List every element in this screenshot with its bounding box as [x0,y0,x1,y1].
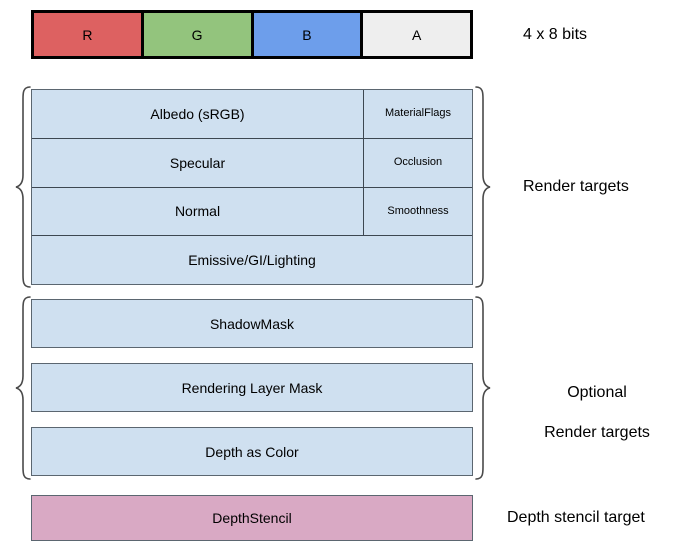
channel-cell-g: G [143,13,254,56]
optional-render-targets-caption-line2: Render targets [544,424,650,441]
channel-label-a: A [411,26,422,43]
rgba-channel-bar: R G B A [31,10,473,59]
channel-label-b: B [302,26,312,43]
optional-render-targets-right-brace [474,295,492,481]
render-target-aux-smoothness: Smoothness [364,187,472,236]
depth-stencil-caption: Depth stencil target [507,509,645,526]
render-target-row-emissive: Emissive/GI/Lighting [32,236,472,284]
depth-stencil-label: DepthStencil [212,510,292,526]
optional-render-targets-caption: Optional Render targets [523,363,671,443]
render-targets-right-brace [474,85,492,289]
optional-render-target-label: Rendering Layer Mask [181,379,323,396]
optional-render-target-depth-as-color: Depth as Color [31,427,473,476]
render-targets-caption: Render targets [523,178,629,195]
render-target-aux-materialflags: MaterialFlags [364,90,472,138]
channel-cell-r: R [34,13,144,56]
render-target-row-specular: Specular Occlusion [32,138,472,188]
channel-label-r: R [82,26,93,43]
render-target-main-normal: Normal [32,187,364,236]
optional-render-target-shadowmask: ShadowMask [31,299,473,348]
render-target-aux-occlusion: Occlusion [364,138,472,187]
render-target-main-emissive: Emissive/GI/Lighting [32,236,472,284]
optional-render-targets-left-brace [14,295,32,481]
render-targets-table: Albedo (sRGB) MaterialFlags Specular Occ… [31,89,473,285]
optional-render-targets-caption-line1: Optional [567,384,627,401]
channel-cell-a: A [363,13,470,56]
depth-stencil-box: DepthStencil [31,495,473,541]
render-target-main-specular: Specular [32,138,364,187]
render-targets-left-brace [14,85,32,289]
channel-bar-caption: 4 x 8 bits [523,26,588,43]
channel-label-g: G [191,26,203,43]
channel-cell-b: B [253,13,364,56]
render-target-row-albedo: Albedo (sRGB) MaterialFlags [32,90,472,139]
render-target-main-albedo: Albedo (sRGB) [32,90,364,138]
render-target-row-normal: Normal Smoothness [32,187,472,237]
optional-render-target-label: ShadowMask [209,315,295,332]
optional-render-target-rendering-layer-mask: Rendering Layer Mask [31,363,473,412]
optional-render-target-label: Depth as Color [205,443,299,460]
